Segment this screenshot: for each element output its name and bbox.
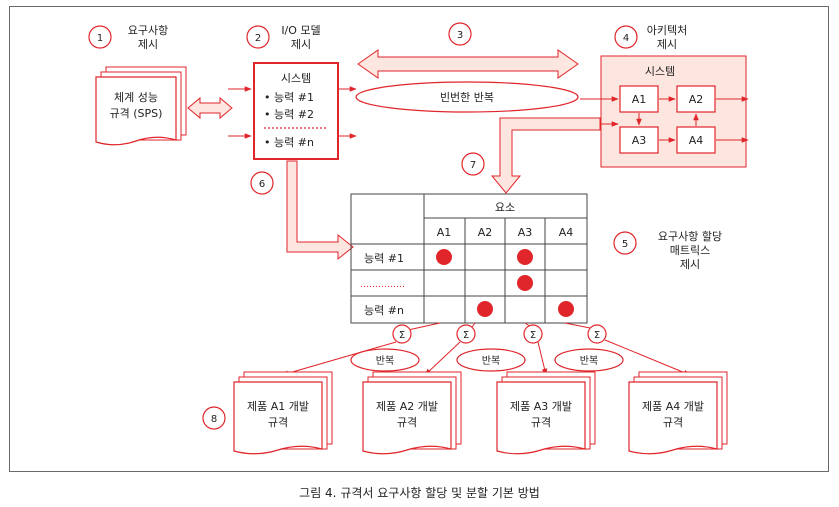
svg-text:Σ: Σ xyxy=(530,330,536,341)
sps-io-double-arrow xyxy=(187,96,233,120)
step-1-label-2: 제시 xyxy=(138,38,158,51)
figure-caption: 그림 4. 규격서 요구사항 할당 및 분할 기본 방법 xyxy=(299,486,540,500)
svg-text:규격: 규격 xyxy=(397,416,417,429)
svg-text:4: 4 xyxy=(623,33,629,44)
svg-text:제품 A3 개발: 제품 A3 개발 xyxy=(510,400,572,413)
iteration-ellipse-2: 반복 xyxy=(456,348,526,372)
step-1-label: 요구사항 xyxy=(128,24,168,37)
sigma-node-4: Σ xyxy=(587,324,607,344)
svg-text:1: 1 xyxy=(97,33,103,44)
svg-text:반복: 반복 xyxy=(482,355,500,367)
product-document-a4: 제품 A4 개발 규격 xyxy=(628,371,728,455)
svg-text:3: 3 xyxy=(457,30,463,41)
sps-label: 체계 성능 xyxy=(114,91,158,104)
io-output-arrows xyxy=(339,86,357,139)
svg-text:8: 8 xyxy=(211,414,217,425)
io-capability-n: • 능력 #n xyxy=(264,136,314,149)
svg-text:제품 A2 개발: 제품 A2 개발 xyxy=(376,400,438,413)
svg-text:2: 2 xyxy=(255,33,261,44)
product-document-a1: 제품 A1 개발 규격 xyxy=(233,371,333,455)
product-document-a3: 제품 A3 개발 규격 xyxy=(496,371,596,455)
step-5-label-2: 매트릭스 xyxy=(670,244,710,257)
step-6-marker: 6 xyxy=(250,171,274,195)
io-to-matrix-arrow xyxy=(286,160,354,261)
block-a1: A1 xyxy=(632,93,647,106)
frequent-iteration-label: 빈번한 반복 xyxy=(440,91,494,104)
iteration-ellipse-1: 반복 xyxy=(350,348,420,372)
svg-text:제품 A4 개발: 제품 A4 개발 xyxy=(642,400,704,413)
sps-label-2: 규격 (SPS) xyxy=(110,107,163,120)
step-2-label-2: 제시 xyxy=(291,38,311,51)
step-3-marker: 3 xyxy=(448,22,472,46)
sigma-node-1: Σ xyxy=(392,324,412,344)
svg-text:규격: 규격 xyxy=(663,416,683,429)
svg-text:Σ: Σ xyxy=(463,330,469,341)
svg-text:규격: 규격 xyxy=(268,416,288,429)
sigma-node-3: Σ xyxy=(523,324,543,344)
step-1-marker: 1 xyxy=(88,25,112,49)
sigma-product-arrows xyxy=(281,339,691,376)
svg-text:7: 7 xyxy=(470,160,476,171)
matrix-col-a1: A1 xyxy=(437,226,452,239)
architecture-box: 시스템 A1 A2 A3 A4 xyxy=(600,55,747,168)
allocation-diagram: 1 요구사항 제시 2 I/O 모델 제시 3 4 아키텍처 제시 체계 성능 … xyxy=(88,22,749,455)
matrix-row-label-1: 능력 #1 xyxy=(364,252,404,265)
svg-text:반복: 반복 xyxy=(580,355,598,367)
sigma-node-2: Σ xyxy=(456,324,476,344)
io-capability-2: • 능력 #2 xyxy=(264,108,314,121)
architecture-title: 시스템 xyxy=(645,65,675,78)
sps-document: 체계 성능 규격 (SPS) xyxy=(95,66,187,146)
svg-text:6: 6 xyxy=(259,179,265,190)
svg-text:Σ: Σ xyxy=(594,330,600,341)
matrix-col-a3: A3 xyxy=(518,226,533,239)
svg-text:Σ: Σ xyxy=(399,330,405,341)
allocation-dot-r3-c2 xyxy=(477,301,493,317)
allocation-dot-r3-c4 xyxy=(558,301,574,317)
svg-text:반복: 반복 xyxy=(376,355,394,367)
block-a2: A2 xyxy=(689,93,704,106)
block-a3: A3 xyxy=(632,134,647,147)
matrix-col-a2: A2 xyxy=(478,226,493,239)
allocation-dot-r1-c1 xyxy=(436,249,452,265)
step-4-label-2: 제시 xyxy=(657,38,677,51)
io-capability-1: • 능력 #1 xyxy=(264,91,314,104)
step-2-marker: 2 xyxy=(246,25,270,49)
allocation-matrix xyxy=(350,193,588,324)
io-system-title: 시스템 xyxy=(281,72,311,85)
step-4-marker: 4 xyxy=(614,25,638,49)
io-system-box: 시스템 • 능력 #1 • 능력 #2 • 능력 #n xyxy=(253,62,339,160)
svg-text:제품 A1 개발: 제품 A1 개발 xyxy=(247,400,309,413)
step-4-label: 아키텍처 xyxy=(647,24,687,37)
matrix-fan-lines xyxy=(407,322,591,331)
matrix-row-label-2: …………… xyxy=(360,280,405,290)
block-a4: A4 xyxy=(689,134,704,147)
step-7-marker: 7 xyxy=(461,152,485,176)
allocation-dot-r2-c3 xyxy=(517,275,533,291)
io-input-arrows xyxy=(228,86,252,139)
svg-text:규격: 규격 xyxy=(531,416,551,429)
architecture-to-matrix-arrow xyxy=(490,117,601,194)
step-5-marker: 5 xyxy=(613,231,637,255)
matrix-col-a4: A4 xyxy=(559,226,574,239)
product-document-a2: 제품 A2 개발 규격 xyxy=(362,371,462,455)
iteration-ellipse-3: 반복 xyxy=(554,348,624,372)
step-5-label: 요구사항 할당 xyxy=(658,230,722,243)
step-8-marker: 8 xyxy=(202,406,226,430)
iteration-double-arrow xyxy=(357,49,579,79)
matrix-header: 요소 xyxy=(495,201,515,214)
allocation-dot-r1-c3 xyxy=(517,249,533,265)
matrix-row-label-3: 능력 #n xyxy=(364,304,404,317)
step-2-label: I/O 모델 xyxy=(281,24,320,37)
step-5-label-3: 제시 xyxy=(680,258,700,271)
svg-text:5: 5 xyxy=(622,239,628,250)
frequent-iteration-ellipse: 빈번한 반복 xyxy=(355,81,579,113)
matrix-dots xyxy=(436,249,574,317)
